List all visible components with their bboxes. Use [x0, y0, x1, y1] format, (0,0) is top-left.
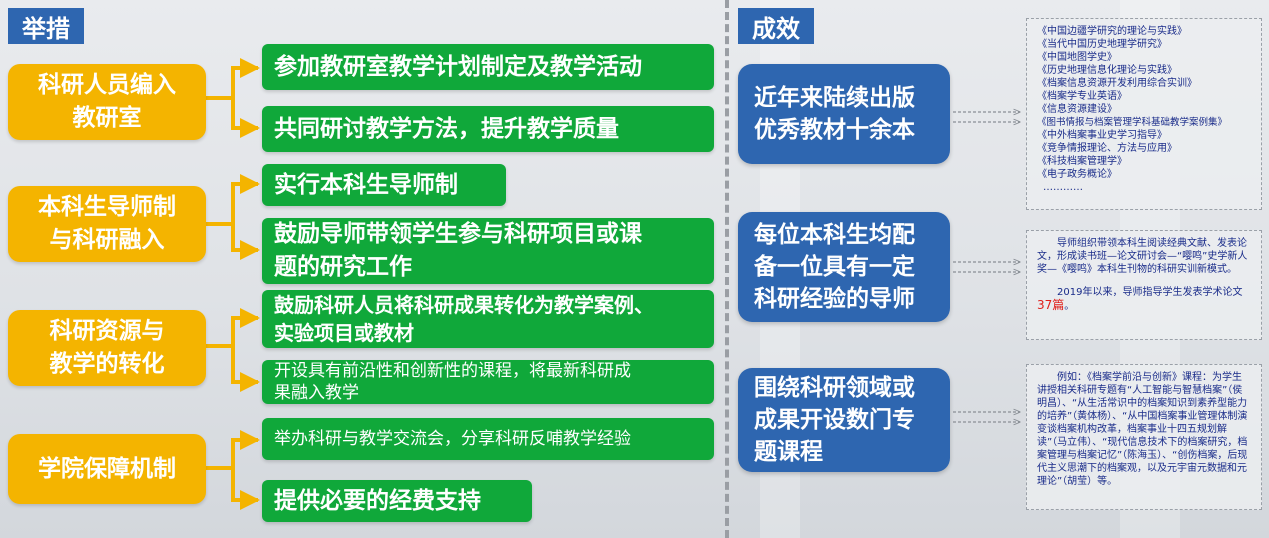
textbook-list-note: 《中国边疆学研究的理论与实践》 《当代中国历史地理学研究》 《中国地图学史》 《…: [1026, 18, 1262, 210]
measures-header: 举措: [8, 8, 84, 44]
mentor-note-stat-end: 。: [1064, 301, 1075, 312]
textbook-item: 《历史地理信息化理论与实践》: [1037, 65, 1177, 76]
textbook-ellipsis: …………: [1043, 182, 1083, 193]
results-header: 成效: [738, 8, 814, 44]
mentor-note: 导师组织带领本科生阅读经典文献、发表论文，形成读书班—论文研讨会—“嘤鸣”史学新…: [1026, 230, 1262, 340]
textbook-item: 《档案信息资源开发利用综合实训》: [1037, 78, 1197, 89]
mentor-note-stat: 2019年以来，导师指导学生发表学术论文37篇。: [1037, 286, 1251, 313]
course-note-text: 例如：《档案学前沿与创新》课程：为学生讲授相关科研专题有“人工智能与智慧档案”（…: [1037, 372, 1248, 487]
group-label: 科研资源与 教学的转化: [8, 310, 206, 386]
mentor-note-stat-text: 2019年以来，导师指导学生发表学术论文: [1057, 287, 1243, 298]
textbook-item: 《中外档案事业史学习指导》: [1037, 130, 1167, 141]
group-label: 学院保障机制: [8, 434, 206, 504]
measure-item: 鼓励科研人员将科研成果转化为教学案例、 实验项目或教材: [262, 290, 714, 348]
textbook-item: 《当代中国历史地理学研究》: [1037, 39, 1167, 50]
textbook-item: 《信息资源建设》: [1037, 104, 1117, 115]
measure-item: 举办科研与教学交流会，分享科研反哺教学经验: [262, 418, 714, 460]
textbook-item: 《竞争情报理论、方法与应用》: [1037, 143, 1177, 154]
measure-item: 共同研讨教学方法，提升教学质量: [262, 106, 714, 152]
course-note: 例如：《档案学前沿与创新》课程：为学生讲授相关科研专题有“人工智能与智慧档案”（…: [1026, 364, 1262, 510]
measure-item: 参加教研室教学计划制定及教学活动: [262, 44, 714, 90]
textbook-item: 《中国地图学史》: [1037, 52, 1117, 63]
measure-item: 开设具有前沿性和创新性的课程，将最新科研成 果融入教学: [262, 360, 714, 404]
section-divider: [725, 0, 729, 538]
measure-item: 实行本科生导师制: [262, 164, 506, 206]
textbook-item: 《档案学专业英语》: [1037, 91, 1127, 102]
group-label: 本科生导师制 与科研融入: [8, 186, 206, 262]
result-label: 近年来陆续出版 优秀教材十余本: [738, 64, 950, 164]
textbook-item: 《图书情报与档案管理学科基础教学案例集》: [1037, 117, 1228, 128]
result-label: 围绕科研领域或 成果开设数门专 题课程: [738, 368, 950, 472]
textbook-item: 《电子政务概论》: [1037, 169, 1117, 180]
group-label: 科研人员编入 教研室: [8, 64, 206, 140]
measure-item: 鼓励导师带领学生参与科研项目或课 题的研究工作: [262, 218, 714, 284]
measure-item: 提供必要的经费支持: [262, 480, 532, 522]
paper-count-highlight: 37篇: [1037, 298, 1065, 312]
textbook-item: 《科技档案管理学》: [1037, 156, 1127, 167]
result-label: 每位本科生均配 备一位具有一定 科研经验的导师: [738, 212, 950, 322]
mentor-note-text: 导师组织带领本科生阅读经典文献、发表论文，形成读书班—论文研讨会—“嘤鸣”史学新…: [1037, 238, 1248, 275]
textbook-item: 《中国边疆学研究的理论与实践》: [1037, 26, 1187, 37]
